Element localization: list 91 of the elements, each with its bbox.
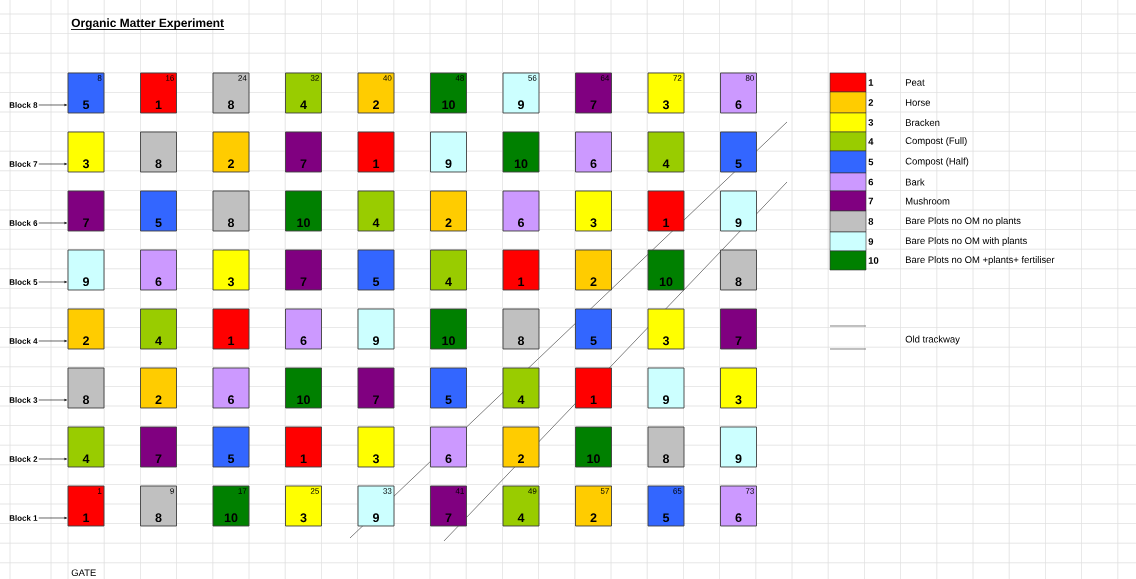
legend-label: Compost (Half)	[905, 157, 969, 167]
plot-box: 10	[647, 249, 685, 291]
legend-number: 9	[868, 238, 874, 245]
plot-box: 8	[720, 249, 757, 291]
plot-box: 4	[502, 367, 540, 409]
legend-number: 1	[868, 79, 874, 86]
plot-box: 5	[140, 190, 177, 232]
plot-box: 5	[575, 308, 612, 350]
legend-label: Mushroom	[906, 197, 950, 205]
plot-box: 8	[140, 131, 177, 173]
legend-label: Bare Plots no OM with plants	[906, 237, 1027, 246]
arrow	[38, 162, 67, 166]
plot-box: 10	[575, 426, 612, 468]
plot-box: 8	[502, 308, 540, 350]
plot-box: 9	[67, 249, 105, 291]
legend-label: Bare Plots no OM no plants	[906, 217, 1021, 226]
plot-box: 4	[140, 308, 177, 350]
plot-box: 3	[67, 131, 105, 173]
legend-label: Bare Plots no OM +plants+ fertiliser	[906, 256, 1055, 265]
plot-box: 6	[502, 190, 540, 232]
plot-box: 9	[720, 190, 757, 232]
plot-box: 10	[285, 367, 322, 409]
arrow	[38, 457, 67, 461]
plot-box: 9	[647, 367, 685, 409]
legend-number: 10	[868, 257, 879, 264]
plot-box: 6	[285, 308, 322, 350]
plot-box: 3	[720, 367, 757, 409]
plot-box: 1	[285, 426, 322, 468]
arrow	[38, 516, 67, 520]
plot-box: 9	[430, 131, 467, 173]
plot-box: 2	[575, 249, 612, 291]
gate-label: GATE	[71, 569, 96, 577]
plot-box: 3	[357, 426, 395, 468]
plot-box: 4	[357, 190, 395, 232]
legend-label: Peat	[906, 79, 925, 86]
legend-number: 5	[868, 158, 874, 166]
title: Organic Matter Experiment	[70, 18, 225, 30]
arrow	[38, 221, 67, 225]
plot-box: 2	[502, 426, 540, 468]
legend-number: 8	[868, 218, 874, 225]
plot-box: 7	[140, 426, 177, 468]
legend-number: 7	[868, 197, 874, 205]
plot-box: 6	[430, 426, 467, 468]
plot-box: 9	[720, 426, 757, 468]
plot-box: 4	[647, 131, 685, 173]
arrow	[38, 103, 67, 107]
plot-box: 8	[647, 426, 685, 468]
plot-box: 3	[575, 190, 612, 232]
plot-box: 10	[502, 131, 540, 173]
plot-box: 7	[67, 190, 105, 232]
plot-box: 7	[720, 308, 757, 350]
legend-label: Bark	[906, 178, 925, 186]
plot-box: 5	[430, 367, 467, 409]
arrow	[38, 398, 67, 402]
arrow	[38, 339, 67, 343]
plot-box: 8	[212, 190, 250, 232]
legend-number: 4	[868, 138, 874, 145]
plot-box: 8	[67, 367, 105, 409]
legend-label: Compost (Full)	[905, 137, 967, 146]
plot-box: 1	[212, 308, 250, 350]
plot-box: 2	[67, 308, 105, 350]
plot-box: 7	[285, 131, 322, 173]
plot-box: 7	[285, 249, 322, 291]
plot-box: 3	[212, 249, 250, 291]
plot-box: 6	[575, 131, 612, 173]
legend-number: 2	[868, 99, 874, 106]
legend-number: 6	[868, 178, 874, 186]
plot-box: 5	[357, 249, 395, 291]
plot-box: 1	[357, 131, 395, 173]
plot-box: 2	[140, 367, 177, 409]
legend-number: 3	[868, 119, 874, 126]
plot-box: 6	[140, 249, 177, 291]
plot-box: 4	[67, 426, 105, 468]
arrow	[38, 280, 67, 284]
plot-box: 5	[212, 426, 250, 468]
legend-label: Horse	[906, 99, 930, 106]
legend-label: Bracken	[906, 119, 940, 126]
plot-box: 10	[430, 308, 467, 350]
plot-box: 1	[502, 249, 540, 291]
plot-box: 9	[357, 308, 395, 350]
plot-box: 2	[430, 190, 467, 232]
plot-box: 5	[720, 131, 757, 173]
plot-box: 1	[647, 190, 685, 232]
plot-box: 1	[575, 367, 612, 409]
plot-box: 3	[647, 308, 685, 350]
plot-box: 7	[357, 367, 395, 409]
plot-box: 4	[430, 249, 467, 291]
plot-box: 10	[285, 190, 322, 232]
legend-label: Old trackway	[905, 335, 960, 345]
plot-box: 6	[212, 367, 250, 409]
plot-box: 2	[212, 131, 250, 173]
